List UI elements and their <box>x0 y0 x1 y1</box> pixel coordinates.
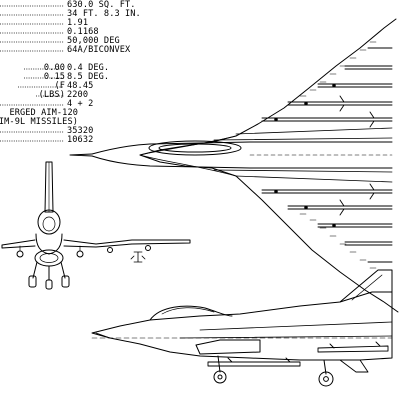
canopy-inner <box>158 143 232 153</box>
spec-label: 0.15 <box>43 72 65 82</box>
spec-label: AIM-9L MISSILES) <box>0 117 78 127</box>
wing-outline <box>139 18 399 313</box>
spec-value: 4 + 2 <box>67 99 94 109</box>
spec-leaders <box>0 5 64 142</box>
front-left-wing <box>1 239 36 249</box>
front-intake <box>34 249 64 267</box>
spec-value: 35320 <box>67 126 94 136</box>
engine-lines <box>213 127 393 183</box>
spec-value: 0.4 DEG. <box>67 63 110 73</box>
spec-value: 630.0 SQ. FT. <box>67 0 136 10</box>
spec-label: (F <box>54 81 65 91</box>
spec-label: (LBS) <box>38 90 65 100</box>
nose-cone <box>69 153 93 157</box>
side-canopy <box>149 305 233 321</box>
spec-value: 64A/BICONVEX <box>67 45 131 55</box>
control-surface-hatching <box>299 41 377 269</box>
front-fuselage <box>35 233 63 255</box>
side-missiles <box>207 341 389 367</box>
spec-value: 8.5 DEG. <box>67 72 110 82</box>
side-view <box>91 269 393 387</box>
planform-view <box>69 18 399 313</box>
spec-label: ERGED AIM-120 <box>9 108 78 118</box>
spec-label: 0.00 <box>43 63 65 73</box>
canopy <box>148 140 242 156</box>
lower-wing-missiles <box>261 183 393 263</box>
front-landing-gear <box>28 261 70 290</box>
front-canopy <box>37 209 61 235</box>
spec-value: 10632 <box>67 135 94 145</box>
spec-value: 2200 <box>67 90 89 100</box>
upper-wing-missiles <box>261 47 393 128</box>
spec-value: 34 FT. 8.3 IN. <box>67 9 141 19</box>
front-view <box>1 161 191 290</box>
spec-value: 48.45 <box>67 81 94 91</box>
tail-symbol <box>130 251 146 263</box>
spec-value: 50,000 DEG <box>67 36 120 46</box>
side-fuselage <box>91 291 393 361</box>
leading-edge-strake <box>139 135 237 177</box>
fuselage-body <box>91 141 393 169</box>
spec-value: 0.1168 <box>67 27 99 37</box>
side-vertical-fin <box>339 269 393 303</box>
side-landing-gear <box>213 355 334 387</box>
side-intake <box>195 339 261 355</box>
vertical-tail <box>44 161 54 213</box>
spec-value: 1.91 <box>67 18 89 28</box>
front-right-wing <box>63 239 191 248</box>
